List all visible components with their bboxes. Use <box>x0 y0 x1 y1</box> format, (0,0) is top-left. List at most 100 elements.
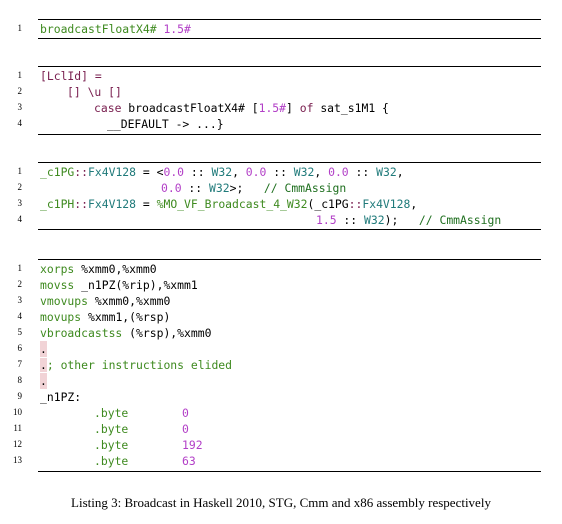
code-text: _c1PH::Fx4V128 = %MO_VF_Broadcast_4_W32(… <box>40 196 417 212</box>
code-segment: = <box>136 197 157 211</box>
line-number: 6 <box>17 343 23 353</box>
code-line: 4 movups %xmm1,(%rsp) <box>0 309 562 325</box>
code-line: 2 movss _n1PZ(%rip),%xmm1 <box>0 277 562 293</box>
directive: .byte <box>94 422 129 436</box>
listing3-top-rule <box>38 162 541 163</box>
instruction: vmovups <box>40 294 89 308</box>
code-segment: , <box>396 165 404 179</box>
code-segment: , <box>410 197 418 211</box>
line-number: 11 <box>13 423 22 433</box>
code-line: 11 .byte 0 <box>0 421 562 437</box>
operands: %xmm0,%xmm0 <box>88 294 171 308</box>
code-line: 9 _n1PZ: <box>0 389 562 405</box>
code-text: case broadcastFloatX4# [1.5#] of sat_s1M… <box>94 100 389 116</box>
listing-haskell: 1 broadcastFloatX4# 1.5# <box>0 21 562 37</box>
line-number: 7 <box>17 359 23 369</box>
listing1-bottom-rule <box>38 38 541 39</box>
line-number: 3 <box>17 102 23 112</box>
number-literal: 1.5 <box>316 213 337 227</box>
keyword: case <box>94 101 122 115</box>
line-number: 10 <box>13 407 22 417</box>
line-number: 3 <box>17 198 23 208</box>
instruction: movups <box>40 310 82 324</box>
function-name: broadcastFloatX4# <box>40 22 157 36</box>
code-line: 8 . <box>0 373 562 389</box>
code-segment: , <box>314 165 329 179</box>
type-name: Fx4V128 <box>362 197 411 211</box>
code-text: vmovups %xmm0,%xmm0 <box>40 293 170 309</box>
directive: .byte <box>94 406 129 420</box>
listing-x86: 1 xorps %xmm0,%xmm0 2 movss _n1PZ(%rip),… <box>0 261 562 469</box>
code-text: movups %xmm1,(%rsp) <box>40 309 170 325</box>
code-segment: (_c1PG <box>307 197 349 211</box>
code-line: 4 1.5 :: W32); // CmmAssign <box>0 212 562 228</box>
type-name: W32 <box>364 213 385 227</box>
code-line: 3 case broadcastFloatX4# [1.5#] of sat_s… <box>0 100 562 116</box>
type-separator: :: <box>74 165 89 179</box>
line-number: 4 <box>17 118 23 128</box>
number-literal: 0.0 <box>328 165 349 179</box>
code-text: broadcastFloatX4# 1.5# <box>40 21 191 37</box>
operands: %xmm0,%xmm0 <box>74 262 157 276</box>
code-segment: :: <box>336 213 365 227</box>
listing1-top-rule <box>38 19 541 20</box>
ellipsis-dot: . <box>40 373 47 389</box>
line-number: 3 <box>17 295 23 305</box>
mach-op: %MO_VF_Broadcast_4_W32 <box>156 197 308 211</box>
code-line: 3 vmovups %xmm0,%xmm0 <box>0 293 562 309</box>
instruction: movss <box>40 278 75 292</box>
code-segment: = < <box>136 165 164 179</box>
code-segment: , <box>232 165 246 179</box>
line-number: 1 <box>17 263 23 273</box>
directive: .byte <box>94 454 129 468</box>
code-text: 1.5 :: W32); // CmmAssign <box>316 212 501 228</box>
type-name: W32 <box>293 165 315 179</box>
operands: (%rsp),%xmm0 <box>122 326 212 340</box>
code-line: 7 .; other instructions elided <box>0 357 562 373</box>
code-text: movss _n1PZ(%rip),%xmm1 <box>40 277 198 293</box>
keyword: of <box>299 101 314 115</box>
line-number: 1 <box>17 166 23 176</box>
line-number: 2 <box>17 182 23 192</box>
type-name: Fx4V128 <box>88 165 137 179</box>
number-literal: 1.5# <box>258 101 287 115</box>
code-text: [LclId] = <box>40 69 102 83</box>
code-line: 1 broadcastFloatX4# 1.5# <box>0 21 562 37</box>
code-line: 5 vbroadcastss (%rsp),%xmm0 <box>0 325 562 341</box>
number-literal: 0 <box>182 422 189 436</box>
number-literal: 192 <box>182 438 203 452</box>
code-line: 10 .byte 0 <box>0 405 562 421</box>
code-text: [] \u [] <box>67 85 122 99</box>
code-line: 12 .byte 192 <box>0 437 562 453</box>
line-number: 12 <box>13 439 22 449</box>
code-text: xorps %xmm0,%xmm0 <box>40 261 157 277</box>
line-number: 8 <box>17 375 23 385</box>
code-segment: ); <box>384 213 399 227</box>
ellipsis-dot: . <box>40 358 47 372</box>
listing-stg: 1 [LclId] = 2 [] \u [] 3 case broadcastF… <box>0 68 562 132</box>
type-name: W32 <box>209 181 230 195</box>
code-comment: ; other instructions elided <box>46 358 233 372</box>
code-line: 1 _c1PG::Fx4V128 = <0.0 :: W32, 0.0 :: W… <box>0 164 562 180</box>
code-line: 4 __DEFAULT -> ...} <box>0 116 562 132</box>
code-segment: :: <box>181 181 210 195</box>
listing-cmm: 1 _c1PG::Fx4V128 = <0.0 :: W32, 0.0 :: W… <box>0 164 562 228</box>
code-text: _c1PG::Fx4V128 = <0.0 :: W32, 0.0 :: W32… <box>40 164 404 180</box>
code-segment: :: <box>266 165 294 179</box>
line-number: 5 <box>17 327 23 337</box>
number-literal: 1.5# <box>163 22 191 36</box>
variable: _c1PH <box>40 197 75 211</box>
code-segment: ] <box>286 101 300 115</box>
code-text: vbroadcastss (%rsp),%xmm0 <box>40 325 211 341</box>
type-separator: :: <box>74 197 89 211</box>
code-text: 0.0 :: W32>; // CmmAssign <box>161 180 346 196</box>
listing4-bottom-rule <box>38 471 541 472</box>
type-name: W32 <box>211 165 233 179</box>
listing4-top-rule <box>38 259 541 260</box>
code-label: _n1PZ: <box>40 390 82 404</box>
code-line: 1 xorps %xmm0,%xmm0 <box>0 261 562 277</box>
instruction: xorps <box>40 262 75 276</box>
code-line: 13 .byte 63 <box>0 453 562 469</box>
number-literal: 0.0 <box>245 165 267 179</box>
code-text: .; other instructions elided <box>40 357 232 373</box>
